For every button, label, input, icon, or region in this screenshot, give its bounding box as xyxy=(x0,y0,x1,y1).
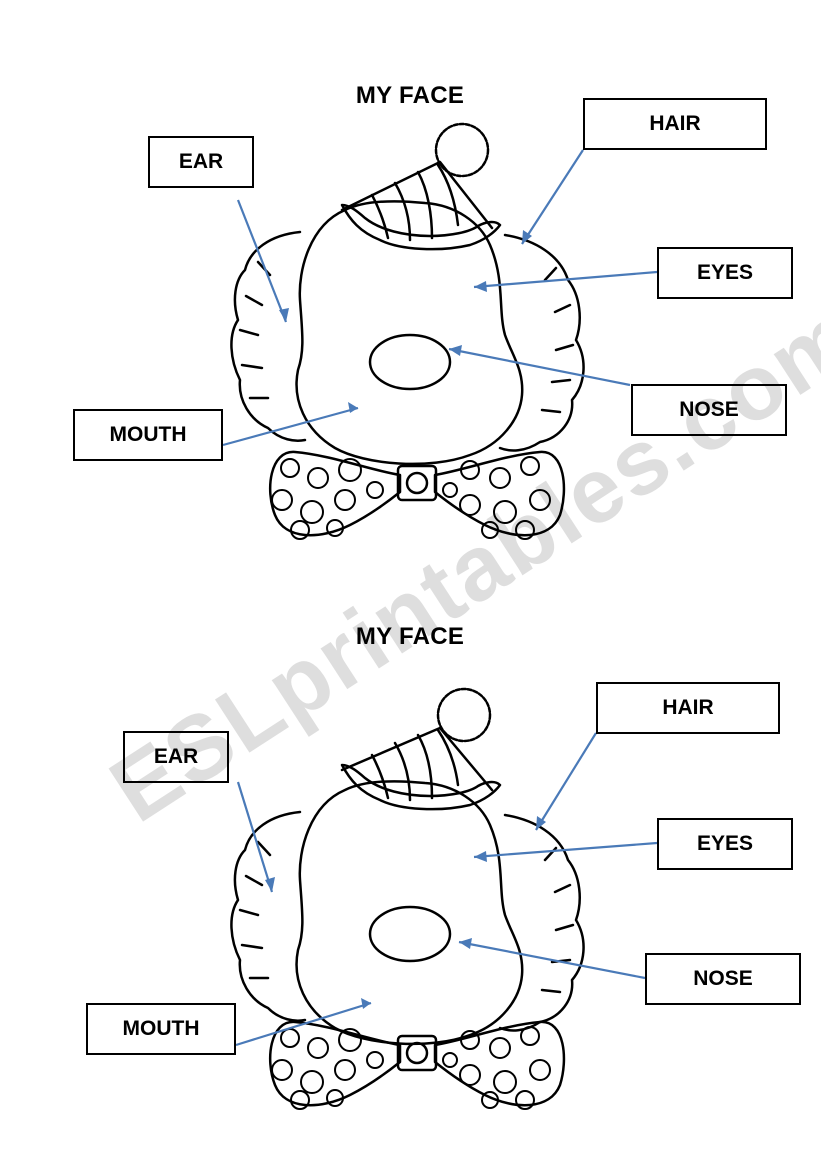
label-eyes-1: EYES xyxy=(657,247,793,299)
hair-left-2a xyxy=(230,810,307,1022)
head-outline-2 xyxy=(295,780,524,1046)
clown-drawing-1 xyxy=(222,122,658,540)
hat-stripes-1 xyxy=(370,163,460,242)
bowtie-right-1 xyxy=(433,450,566,537)
label-hair-1: HAIR xyxy=(583,98,767,150)
bowtie-knot-1 xyxy=(396,464,438,502)
nose-shape-1 xyxy=(368,333,452,391)
arrow-ear-1 xyxy=(236,199,288,323)
arrow-eyes-2 xyxy=(473,841,658,859)
label-mouth-2: MOUTH xyxy=(86,1003,236,1055)
arrow-nose-2 xyxy=(458,940,646,980)
hair-right-2b xyxy=(540,846,575,994)
arrow-mouth-1 xyxy=(222,406,359,447)
hair-right-1 xyxy=(498,233,585,452)
arrows-1 xyxy=(222,149,658,447)
head-outline-1 xyxy=(295,200,524,466)
hair-right-2 xyxy=(540,266,575,414)
hair-left-2b xyxy=(238,840,272,980)
arrowheads-1 xyxy=(279,230,532,413)
label-nose-1: NOSE xyxy=(631,384,787,436)
label-hair-2: HAIR xyxy=(596,682,780,734)
arrow-eyes-1 xyxy=(473,270,658,289)
arrowheads-2 xyxy=(265,816,546,1009)
hair-right-2a xyxy=(498,813,585,1032)
section-2-title: MY FACE xyxy=(355,623,465,650)
arrow-mouth-2 xyxy=(235,1001,372,1047)
bowtie-knot-2 xyxy=(396,1034,438,1072)
label-mouth-1: MOUTH xyxy=(73,409,223,461)
nose-shape-2 xyxy=(368,905,452,963)
hair-left-1 xyxy=(230,230,307,442)
bowtie-left-2 xyxy=(268,1020,402,1107)
section-1-title: MY FACE xyxy=(355,82,465,109)
label-ear-1: EAR xyxy=(148,136,254,188)
hat-pompom-2 xyxy=(436,687,492,743)
hat-brim-2 xyxy=(340,763,502,811)
label-eyes-2: EYES xyxy=(657,818,793,870)
bowtie-right-2 xyxy=(433,1020,566,1107)
bowtie-left-1 xyxy=(268,450,402,537)
arrow-hair-1 xyxy=(521,149,584,245)
label-nose-2: NOSE xyxy=(645,953,801,1005)
arrows-2 xyxy=(235,732,658,1047)
hat-brim-1 xyxy=(340,203,502,251)
arrow-hair-2 xyxy=(535,732,597,831)
arrow-ear-2 xyxy=(236,781,274,893)
label-ear-2: EAR xyxy=(123,731,229,783)
hat-stripes-2 xyxy=(370,728,460,802)
hat-cone-2 xyxy=(340,726,494,792)
arrow-nose-1 xyxy=(448,347,631,387)
hat-pompom-1 xyxy=(434,122,490,178)
